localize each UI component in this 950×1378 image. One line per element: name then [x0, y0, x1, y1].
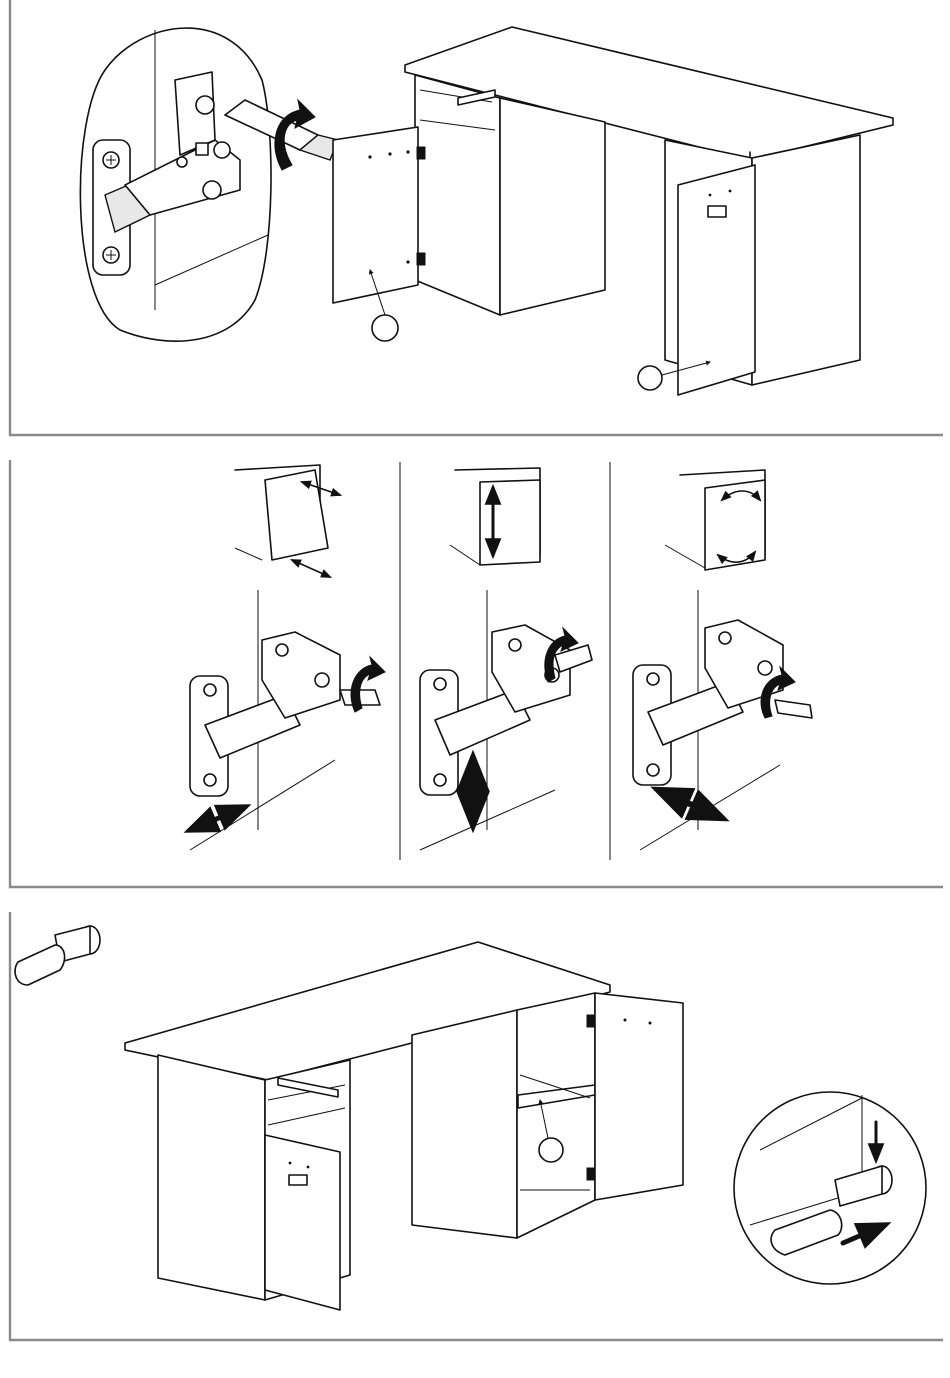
door-handle	[289, 1175, 307, 1185]
adjustment-depth	[190, 465, 385, 850]
door-preview	[480, 480, 540, 565]
right-cabinet-side	[517, 993, 595, 1238]
part-marker-circle	[638, 366, 662, 390]
left-cabinet-side	[415, 75, 500, 315]
adjustment-side	[633, 470, 812, 850]
right-door	[595, 993, 683, 1200]
part-marker-circle	[372, 315, 398, 341]
left-door	[333, 127, 418, 303]
door-preview	[265, 470, 328, 560]
door-preview	[705, 480, 765, 570]
double-arrow-icon	[658, 790, 722, 818]
push-arrow-icon	[843, 1225, 885, 1243]
screwdriver-icon	[775, 700, 812, 718]
panel-2-frame	[10, 460, 943, 887]
left-cabinet-side	[158, 1055, 265, 1300]
door-hinge-icon	[587, 1168, 595, 1180]
double-arrow-icon	[190, 807, 245, 830]
shelf-pin-icon	[15, 926, 100, 985]
door-hinge-icon	[417, 147, 425, 159]
right-door	[678, 165, 755, 395]
door-hinge-icon	[587, 1015, 595, 1027]
part-marker-circle	[539, 1138, 563, 1162]
left-door	[265, 1135, 340, 1310]
shelf-pin-detail	[734, 1092, 926, 1284]
desk-with-shelf	[125, 942, 683, 1310]
right-cabinet-side	[752, 135, 860, 385]
hinge-mounting-detail	[80, 28, 338, 341]
shelf-pin-icon	[771, 1210, 842, 1255]
door-hinge-icon	[417, 253, 425, 265]
door-handle	[708, 206, 726, 217]
adjustment-height	[420, 468, 592, 850]
desk-with-doors	[333, 27, 893, 395]
